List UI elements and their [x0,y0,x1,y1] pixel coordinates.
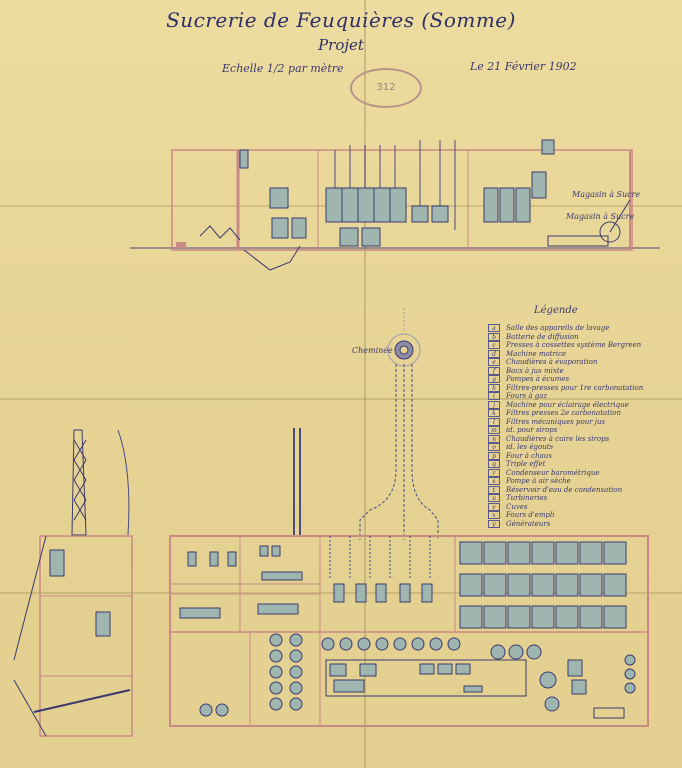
legend-text: Générateurs [506,519,551,528]
legend-item: s Pompe à air sèche [488,477,658,486]
legend-item: o id. les égouts [488,443,658,452]
legend-item: v Cuves [488,502,658,512]
legend-letter: y [488,519,500,528]
legend-letter: b [488,332,500,341]
date-note: Le 21 Février 1902 [470,60,577,73]
legend-letter: x [488,511,500,520]
legend-text: id. pour sirops [506,426,558,435]
filter-presses [179,545,587,695]
drawing-title: Sucrerie de Feuquières (Somme) [166,8,516,32]
legend-letter: r [488,468,500,477]
magasin-label: Magasin à Sucre [566,212,635,221]
legend: a Salle des appareils de lavage b Batterie … [488,324,658,528]
legend-letter: f [488,366,500,375]
factory-plan [169,535,649,727]
legend-text: Filtres mécaniques pour jus [506,417,606,426]
legend-text: Fours à gaz [506,392,548,401]
chimney-plan [293,308,439,540]
legend-item: y Générateurs [488,519,658,529]
legend-item: m id. pour sirops [488,426,658,435]
legend-letter: i [488,392,500,401]
legend-item: k Filtres presses 2e carbonatation [488,409,658,418]
legend-item: q Triple effet [488,460,658,469]
legend-letter: c [488,341,500,350]
legend-letter: g [488,375,500,384]
legend-item: l Filtres mécaniques pour jus [488,417,658,427]
archive-stamp: 312 [350,68,422,108]
legend-letter: t [488,485,500,494]
legend-letter: h [488,383,500,392]
legend-text: Bacs à jus mixte [506,366,564,375]
legend-text: Fours d'empli [506,511,555,520]
legend-text: Triple effet [506,460,546,469]
legend-item: b Batterie de diffusion [488,332,658,342]
legend-text: Salle des appareils de lavage [506,324,610,333]
legend-letter: k [488,409,500,418]
legend-letter: d [488,349,500,358]
legend-text: Machine motrice [506,349,567,358]
legend-text: Pompe à air sèche [506,477,571,486]
legend-letter: o [488,443,500,452]
legend-item: p Four à chaux [488,451,658,461]
drawing-subtitle: Projet [318,36,364,54]
legend-text: Condenseur barométrique [506,468,600,477]
legend-text: Batterie de diffusion [506,332,579,341]
legend-letter: p [488,451,500,460]
legend-item: a Salle des appareils de lavage [488,324,658,333]
legend-letter: e [488,358,500,367]
legend-item: h Filtres-presses pour 1re carbonatation [488,383,658,393]
chimney-label: Cheminée [352,346,393,355]
elevation-section [130,139,660,271]
magasin-a-sucre-label: Magasin à Sucre [572,190,641,199]
legend-item: r Condenseur barométrique [488,468,658,478]
legend-text: Presses à cossettes système Bergreen [506,341,642,350]
legend-item: u Turbineries [488,494,658,503]
legend-text: Réservoir d'eau de condensation [506,485,623,494]
legend-text: Machine pour éclairage électrique [506,400,629,409]
legend-item: c Presses à cossettes système Bergreen [488,341,658,350]
scale-note: Echelle 1/2 par mètre [222,62,344,75]
diffusion-battery [199,633,636,717]
legend-text: Filtres-presses pour 1re carbonatation [506,383,644,392]
legend-text: Chaudières à cuire les sirops [506,434,610,443]
legend-item: f Bacs à jus mixte [488,366,658,376]
legend-text: Pompes à écumes [506,375,570,384]
legend-text: Four à chaux [506,451,553,460]
legend-letter: u [488,494,500,503]
legend-letter: j [488,400,500,409]
legend-letter: n [488,434,500,443]
legend-item: j Machine pour éclairage électrique [488,400,658,410]
left-section [13,429,133,737]
legend-item: i Fours à gaz [488,392,658,401]
legend-item: g Pompes à écumes [488,375,658,384]
legend-letter: a [488,324,500,333]
legend-letter: s [488,477,500,486]
legend-letter: l [488,417,500,426]
fold-line-vertical [364,0,366,768]
legend-letter: m [488,426,500,435]
legend-item: n Chaudières à cuire les sirops [488,434,658,444]
evaporator-vessels [239,139,555,247]
legend-item: e Chaudières à évaporation [488,358,658,367]
legend-text: Chaudières à évaporation [506,358,598,367]
legend-text: Filtres presses 2e carbonatation [506,409,621,418]
legend-item: t Réservoir d'eau de condensation [488,485,658,495]
fold-line-horizontal [0,398,682,400]
legend-title: Légende [534,305,578,316]
legend-text: id. les égouts [506,443,554,452]
sugar-store-bays [459,541,627,629]
legend-letter: q [488,460,500,469]
legend-letter: v [488,502,500,511]
legend-item: x Fours d'empli [488,511,658,520]
legend-text: Turbineries [506,494,548,503]
legend-text: Cuves [506,502,528,511]
legend-item: d Machine motrice [488,349,658,359]
